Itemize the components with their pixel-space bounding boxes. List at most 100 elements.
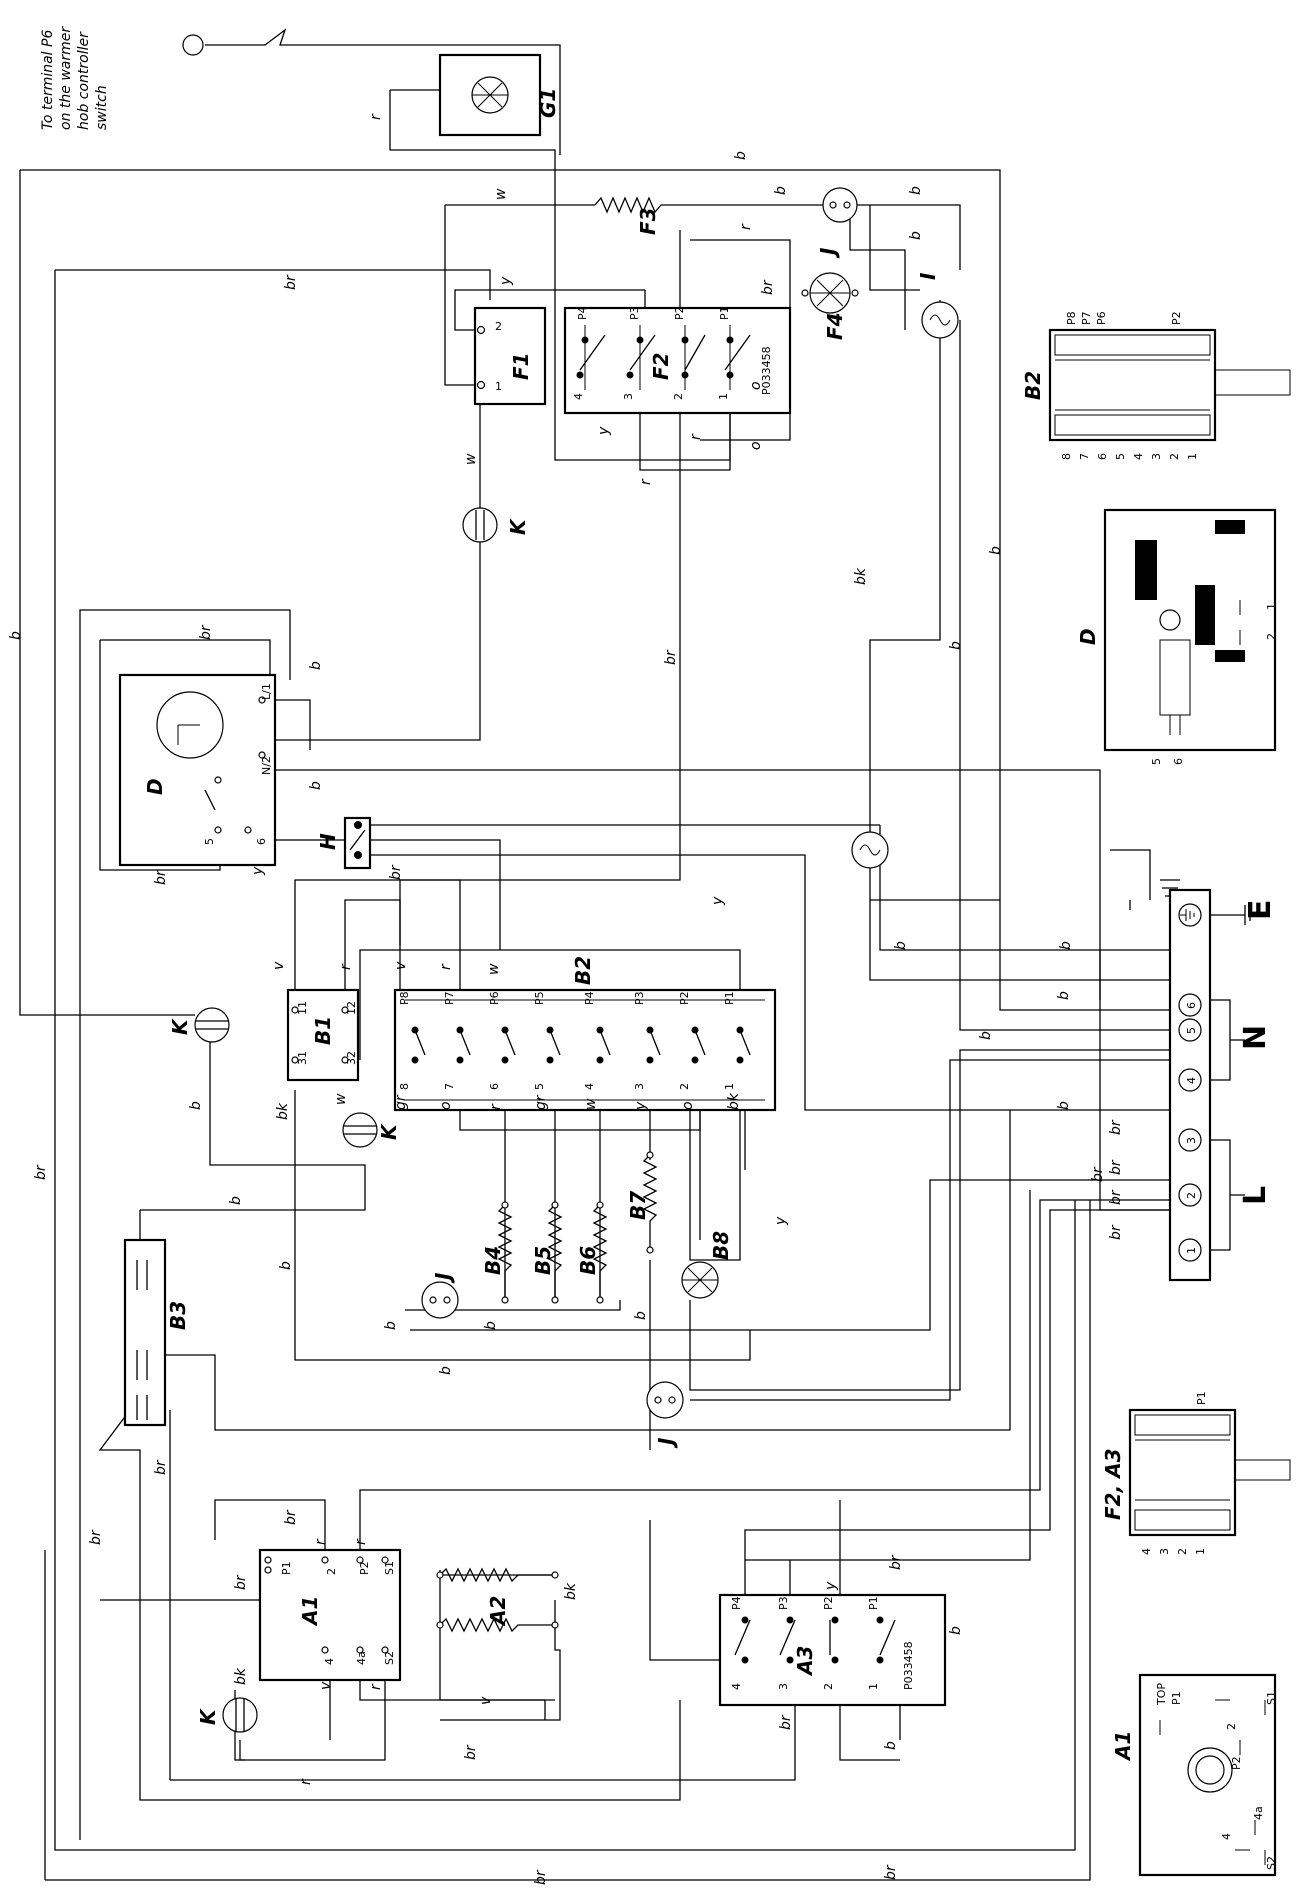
svg-text:4: 4	[323, 1658, 336, 1665]
svg-text:4: 4	[1185, 1077, 1198, 1084]
svg-text:4a: 4a	[355, 1651, 368, 1665]
svg-text:P6: P6	[488, 991, 501, 1005]
svg-text:v: v	[393, 961, 409, 970]
svg-text:3: 3	[777, 1683, 790, 1690]
a1-detail: TOP P1 2 P2 S1 4 4a S2	[1138, 1673, 1278, 1877]
d-label: D	[143, 778, 167, 795]
svg-text:hob controller: hob controller	[76, 31, 92, 130]
k-bottom-icon	[222, 1697, 258, 1733]
svg-text:br: br	[760, 279, 776, 295]
b2-detail: P8 P7 P6 P2 8 7 6 5 4 3 2 1	[1048, 311, 1291, 460]
svg-text:y: y	[250, 866, 266, 876]
k-left-label: K	[168, 1018, 192, 1035]
svg-text:P3: P3	[633, 991, 646, 1005]
svg-text:o: o	[748, 381, 764, 390]
svg-text:P1: P1	[1170, 1691, 1183, 1705]
svg-text:br: br	[778, 1714, 794, 1730]
svg-text:v: v	[271, 961, 287, 970]
svg-text:2: 2	[822, 1683, 835, 1690]
svg-text:P2: P2	[358, 1561, 371, 1575]
earth-icon	[1210, 905, 1256, 925]
terminal-note: To terminal P6 on the warmer hob control…	[40, 26, 110, 130]
svg-text:P1: P1	[280, 1561, 293, 1575]
svg-text:P2: P2	[678, 991, 691, 1005]
b2-label: B2	[571, 956, 595, 985]
svg-text:b: b	[1056, 991, 1072, 1000]
svg-text:P4: P4	[576, 306, 589, 320]
svg-text:o: o	[680, 1101, 696, 1110]
svg-text:b: b	[383, 1321, 399, 1330]
svg-text:b: b	[883, 1741, 899, 1750]
b3-label: B3	[166, 1301, 190, 1330]
f2-contacts	[579, 325, 751, 390]
svg-text:3: 3	[633, 1083, 646, 1090]
svg-text:S1: S1	[1265, 1691, 1278, 1705]
svg-text:b: b	[773, 186, 789, 195]
a2-element	[436, 1567, 559, 1633]
svg-text:P4: P4	[583, 991, 596, 1005]
svg-text:P2: P2	[1230, 1756, 1243, 1770]
f3-label: F3	[636, 207, 660, 235]
a2-label: A2	[486, 1596, 510, 1627]
n-label: N	[1238, 1025, 1273, 1050]
svg-text:P8: P8	[1065, 311, 1078, 325]
svg-text:v: v	[318, 1681, 334, 1690]
svg-text:y: y	[633, 1101, 649, 1111]
svg-text:P1: P1	[867, 1596, 880, 1610]
svg-text:b: b	[948, 1626, 964, 1635]
svg-text:br: br	[1108, 1189, 1124, 1205]
svg-text:w: w	[463, 453, 479, 465]
svg-text:y: y	[498, 276, 514, 286]
svg-text:2: 2	[678, 1083, 691, 1090]
svg-text:b: b	[908, 186, 924, 195]
svg-text:7: 7	[1078, 453, 1091, 460]
a3-label: A3	[793, 1646, 817, 1677]
svg-text:3: 3	[1185, 1137, 1198, 1144]
svg-text:b: b	[988, 546, 1004, 555]
l-label: L	[1238, 1186, 1273, 1205]
svg-text:b: b	[483, 1321, 499, 1330]
f1-label: F1	[509, 352, 533, 380]
svg-text:br: br	[1108, 1159, 1124, 1175]
f2a3-detail-label: F2, A3	[1101, 1448, 1125, 1520]
svg-text:12: 12	[345, 1001, 358, 1015]
svg-text:4: 4	[583, 1083, 596, 1090]
a1-switch: P1 2 P2 S1 4 4a S2 A1	[258, 1548, 402, 1682]
svg-text:L/1: L/1	[260, 683, 273, 700]
svg-text:y: y	[823, 1581, 839, 1591]
svg-text:r: r	[638, 478, 654, 485]
k-bottom-label: K	[196, 1708, 220, 1725]
svg-text:b: b	[1058, 941, 1074, 950]
svg-text:br: br	[663, 649, 679, 665]
svg-text:P1: P1	[723, 991, 736, 1005]
svg-text:2: 2	[1265, 633, 1278, 640]
svg-text:br: br	[153, 1459, 169, 1475]
f2-switch: P4 P3 P2 P1 4 3 2 1 P033458 F2	[563, 306, 792, 415]
svg-text:1: 1	[1265, 603, 1278, 610]
live-bridge	[1210, 1139, 1245, 1251]
svg-text:P1: P1	[718, 306, 731, 320]
svg-text:w: w	[486, 963, 502, 975]
svg-text:bk: bk	[233, 1667, 249, 1685]
wire-labels: r b w b b b r br y br y r o o r w b bk b…	[8, 113, 1124, 1885]
svg-text:3: 3	[1150, 453, 1163, 460]
d-detail-label: D	[1076, 628, 1100, 645]
svg-text:b: b	[1056, 1101, 1072, 1110]
svg-text:br: br	[463, 1744, 479, 1760]
svg-text:br: br	[388, 864, 404, 880]
svg-text:w: w	[583, 1098, 599, 1110]
svg-text:r: r	[313, 1538, 329, 1545]
svg-text:b: b	[228, 1196, 244, 1205]
svg-text:6: 6	[255, 838, 268, 845]
svg-text:bk: bk	[563, 1582, 579, 1600]
svg-text:r: r	[368, 113, 384, 120]
k-top-icon	[462, 507, 498, 543]
svg-text:2: 2	[325, 1568, 338, 1575]
svg-text:5: 5	[1150, 758, 1163, 765]
a3-part-code: P033458	[902, 1641, 915, 1690]
svg-text:r: r	[338, 963, 354, 970]
j-lower-icon	[646, 1381, 684, 1419]
svg-text:b: b	[188, 1101, 204, 1110]
svg-text:r: r	[298, 1778, 314, 1785]
f1-box	[473, 306, 547, 406]
